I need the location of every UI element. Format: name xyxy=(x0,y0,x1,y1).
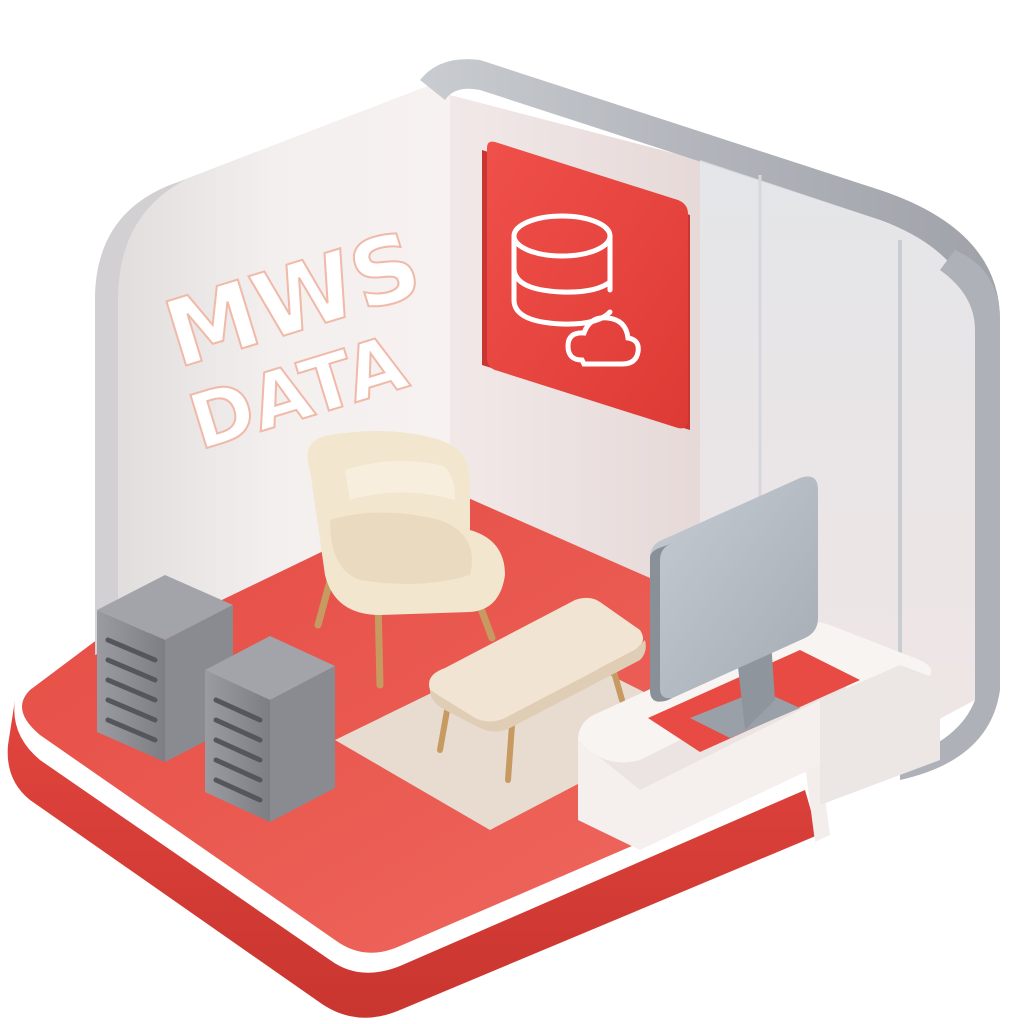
desk-monitor xyxy=(650,476,818,738)
armchair xyxy=(307,431,505,689)
server-rack-2 xyxy=(205,636,335,822)
server-vents-2 xyxy=(213,697,263,803)
red-logo-panel xyxy=(482,141,690,430)
server-rack-1 xyxy=(97,575,233,762)
floor-rug xyxy=(335,640,700,830)
server-vents-1 xyxy=(105,637,158,743)
coffee-table xyxy=(429,597,646,783)
database-cloud-icon xyxy=(511,213,641,367)
